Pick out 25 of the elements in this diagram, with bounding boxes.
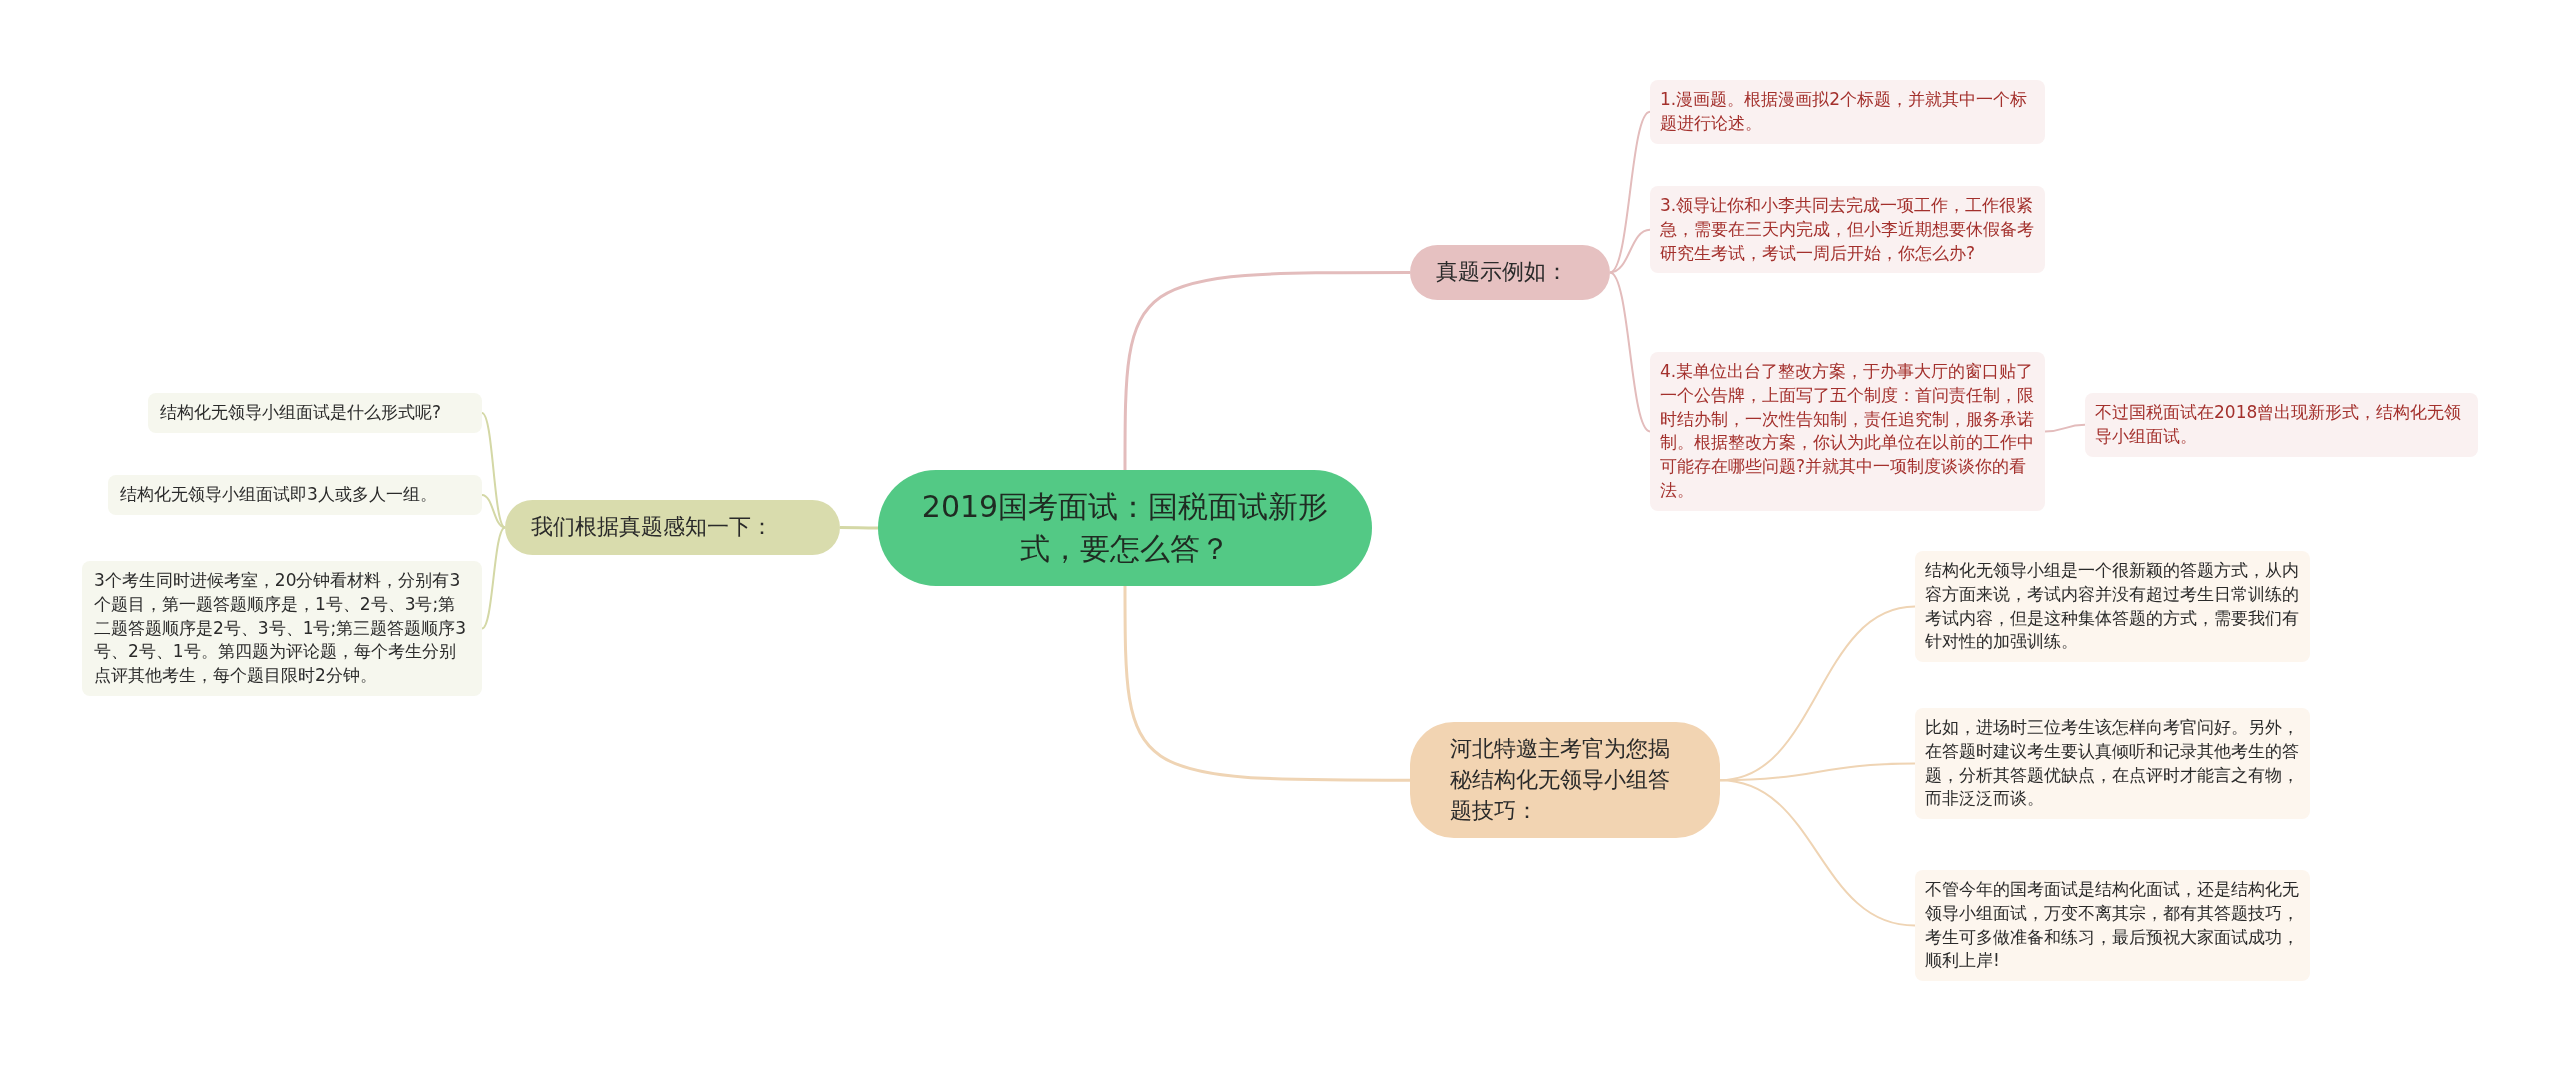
- branch-topic: 真题示例如：: [1410, 245, 1610, 300]
- connector-line: [1609, 271, 1651, 433]
- connector-line: [2044, 423, 2086, 433]
- connector-line: [481, 526, 506, 630]
- note-card: 不管今年的国考面试是结构化面试，还是结构化无领导小组面试，万变不离其宗，都有其答题技巧，考生可多做准备和练习，最后预祝大家面试成功，顺利上岸!: [1915, 870, 2310, 982]
- connector-line: [1719, 779, 1916, 927]
- note-card: 1.漫画题。根据漫画拟2个标题，并就其中一个标题进行论述。: [1650, 80, 2045, 144]
- connector-line: [1123, 270, 1410, 470]
- connector-line: [840, 525, 878, 530]
- connector-line: [1123, 586, 1410, 782]
- note-card: 结构化无领导小组面试即3人或多人一组。: [108, 475, 482, 515]
- note-card: 结构化无领导小组是一个很新颖的答题方式，从内容方面来说，考试内容并没有超过考生日常训练的考试内容，但是这种集体答题的方式，需要我们有针对性的加强训练。: [1915, 551, 2310, 663]
- note-card: 比如，进场时三位考生该怎样向考官问好。另外，在答题时建议考生要认真倾听和记录其他考生的答题，分析其答题优缺点，在点评时才能言之有物，而非泛泛而谈。: [1915, 708, 2310, 820]
- note-card: 结构化无领导小组面试是什么形式呢?: [148, 393, 482, 433]
- connector-line: [1609, 110, 1651, 274]
- note-card: 3个考生同时进候考室，20分钟看材料，分别有3个题目，第一题答题顺序是，1号、2号、3号;第二题答题顺序是2号、3号、1号;第三题答题顺序3号、2号、1号。第四题为评论题，每个考生分别点评其他考生，每个题目限时2分钟。: [82, 561, 482, 696]
- connector-line: [481, 411, 506, 529]
- note-card: 4.某单位出台了整改方案，于办事大厅的窗口贴了一个公告牌，上面写了五个制度：首问责任制，限时结办制，一次性告知制，责任追究制，服务承诺制。根据整改方案，你认为此单位在以前的工作中可能存在哪些问题?并就其中一项制度谈谈你的看法。: [1650, 352, 2045, 511]
- connector-line: [481, 493, 506, 529]
- central-topic: 2019国考面试：国税面试新形式，要怎么答？: [878, 470, 1372, 586]
- branch-topic: 河北特邀主考官为您揭秘结构化无领导小组答题技巧：: [1410, 722, 1720, 839]
- note-card: 不过国税面试在2018曾出现新形式，结构化无领导小组面试。: [2085, 393, 2478, 457]
- connector-line: [1609, 228, 1651, 274]
- branch-topic: 我们根据真题感知一下：: [505, 500, 840, 555]
- note-card: 3.领导让你和小李共同去完成一项工作，工作很紧急，需要在三天内完成，但小李近期想要休假备考研究生考试，考试一周后开始，你怎么办?: [1650, 186, 2045, 274]
